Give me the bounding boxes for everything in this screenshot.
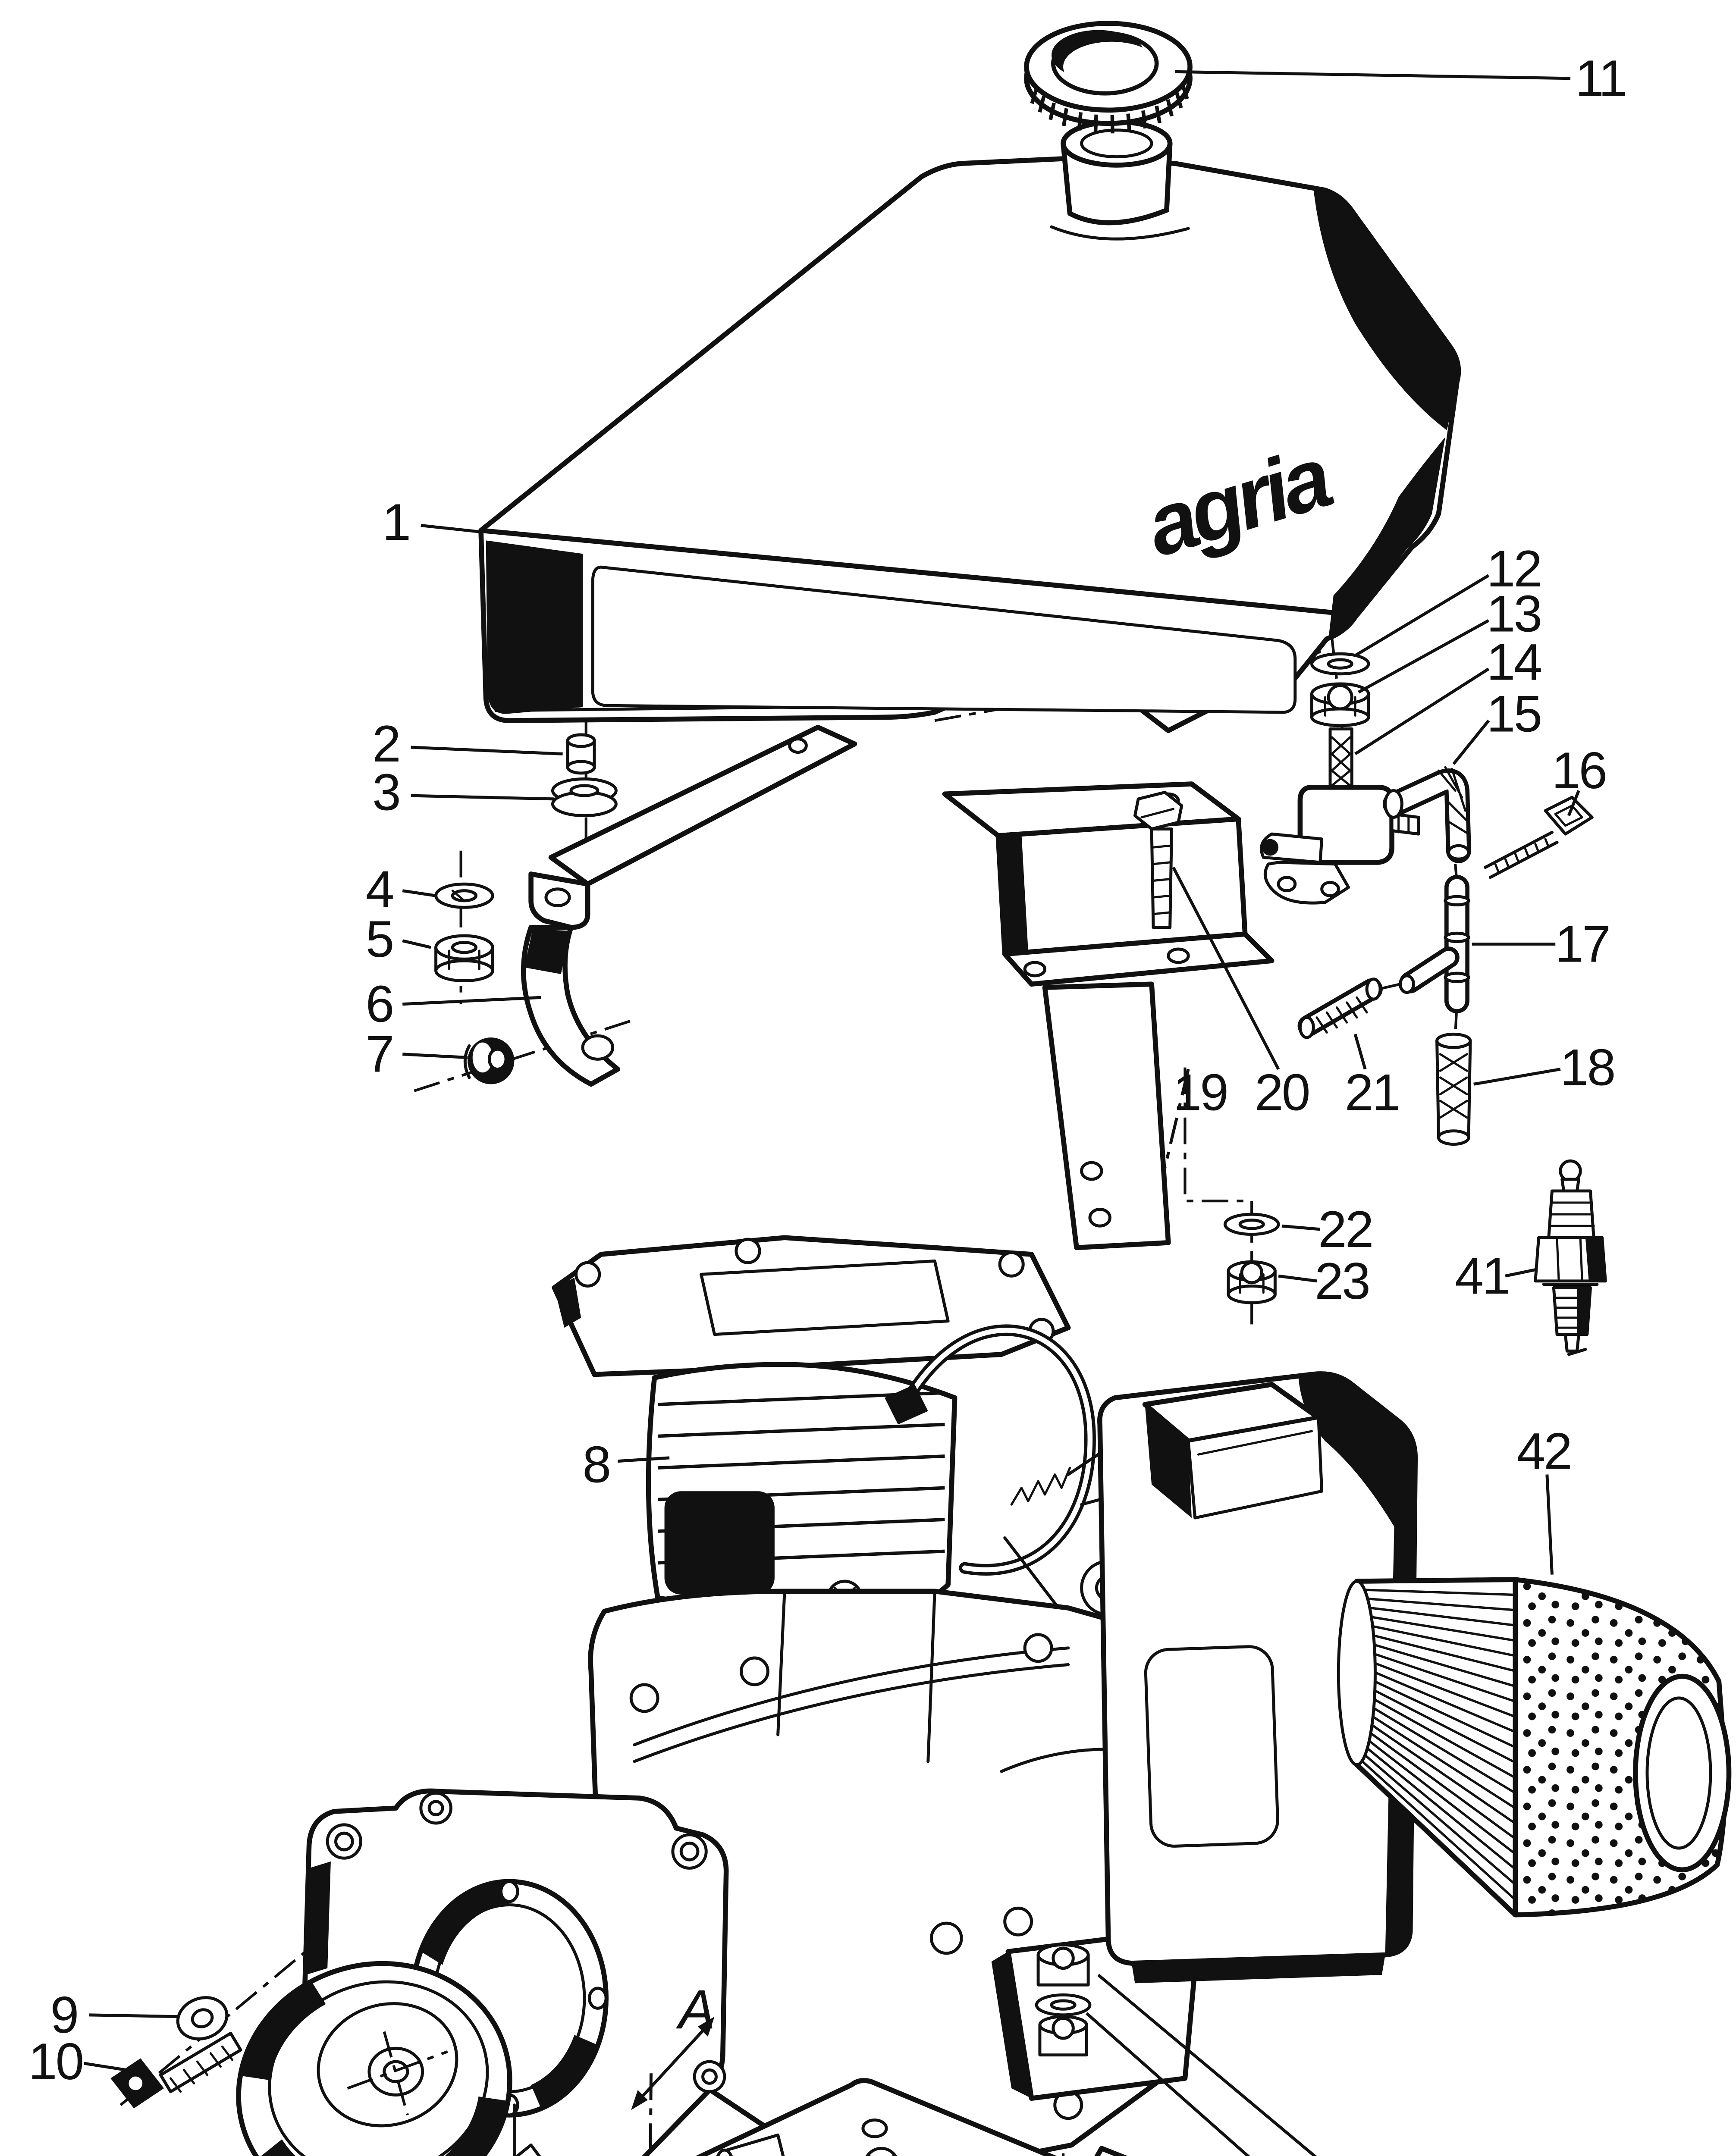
- leader-line-22: [1281, 1224, 1321, 1231]
- leader-line-4: [402, 889, 436, 897]
- leader-line-19: [1162, 1069, 1190, 1175]
- leader-line-7: [402, 1053, 468, 1059]
- cylinder-8: [646, 1324, 1096, 1622]
- leader-line-11: [1175, 70, 1571, 80]
- fuel-tap-14: [1260, 727, 1420, 905]
- leader-line-9: [88, 2013, 179, 2018]
- fuel-cap-11: [1024, 21, 1193, 134]
- fuel-hose-elbow-15: [1382, 766, 1471, 863]
- tank-bracket-19: [942, 781, 1275, 1250]
- callout-6: 6: [366, 975, 393, 1033]
- callout-10: 10: [28, 2033, 83, 2090]
- air-box: [1097, 1371, 1418, 1984]
- washer-9: [176, 1996, 229, 2040]
- callout-5: 5: [366, 910, 393, 968]
- leader-line-41: [1505, 1268, 1538, 1278]
- washer-22: [1223, 1213, 1280, 1236]
- rocker-cover: [1142, 1382, 1324, 1520]
- filter-cone-ribs: [1356, 1588, 1516, 1901]
- callout-20: 20: [1255, 1064, 1309, 1122]
- callout-12: 12: [1487, 540, 1541, 598]
- leader-line-14: [1354, 667, 1490, 755]
- leader-line-31: [1097, 1974, 1317, 2156]
- bracket-bolt-20: [1133, 790, 1183, 929]
- bottom-bolts: [716, 2133, 898, 2156]
- callouts-layer: 1234567891011121314151617181920212223242…: [28, 50, 1627, 2156]
- leader-line-8: [618, 1456, 670, 1463]
- leader-line-10: [83, 2062, 148, 2075]
- callout-7: 7: [366, 1025, 393, 1083]
- leader-line-1: [421, 524, 483, 534]
- callout-22: 22: [1318, 1200, 1372, 1258]
- callout-3: 3: [372, 763, 399, 821]
- cap-knurl: [1030, 83, 1189, 134]
- filler-neck: [1061, 119, 1173, 226]
- nut-23: [1227, 1260, 1277, 1304]
- mount-stud-stack-30-31: [1035, 1943, 1092, 2057]
- leader-line-30: [1085, 2012, 1250, 2156]
- rubber-grommet-7: [463, 1037, 515, 1084]
- base-plate: [695, 2078, 1128, 2156]
- leader-line-12: [1354, 574, 1490, 657]
- leader-line-27: [649, 2065, 653, 2156]
- callout-9: 9: [50, 1986, 78, 2044]
- leader-line-3: [411, 794, 555, 801]
- woodruff-key: [515, 2143, 541, 2156]
- fuel-tank-1: agria: [478, 156, 1461, 733]
- leader-line-16: [1567, 790, 1580, 816]
- dimension-a: [631, 2016, 715, 2110]
- pulley-26: [236, 1961, 541, 2156]
- leader-line-20: [1172, 866, 1280, 1070]
- leader-line-15: [1452, 719, 1490, 765]
- callout-11: 11: [1575, 50, 1626, 107]
- strap-bracket-6: [521, 924, 621, 1087]
- nut-13: [1310, 682, 1370, 727]
- leader-line-23: [1278, 1274, 1317, 1283]
- air-filter-42: [1337, 1577, 1732, 1918]
- callout-19: 19: [1173, 1064, 1227, 1122]
- callout-42: 42: [1516, 1422, 1571, 1480]
- callout-2: 2: [372, 715, 399, 773]
- hose-spring-21: [1297, 978, 1383, 1039]
- callout-41: 41: [1455, 1247, 1509, 1305]
- leader-line-6: [402, 996, 541, 1006]
- leader-line-5: [402, 939, 431, 949]
- callout-13: 13: [1487, 585, 1541, 643]
- nut-5: [434, 934, 494, 983]
- lock-washer-4: [434, 882, 494, 909]
- spacer-bush-2: [566, 733, 596, 775]
- callout-16: 16: [1552, 742, 1606, 799]
- callout-14: 14: [1487, 633, 1541, 691]
- callout-17: 17: [1555, 915, 1609, 973]
- leader-line-42: [1545, 1474, 1554, 1575]
- washer-12: [1310, 652, 1370, 676]
- cable-tie-16: [1484, 796, 1594, 879]
- callout-15: 15: [1487, 685, 1541, 743]
- callout-8: 8: [583, 1435, 610, 1493]
- leader-line-13: [1358, 619, 1490, 694]
- t-connector-17: [1398, 874, 1470, 1013]
- washer-3: [551, 777, 618, 818]
- spark-plug-41: [1534, 1159, 1607, 1356]
- callout-21: 21: [1345, 1064, 1399, 1122]
- fuel-hose-18: [1435, 1032, 1472, 1146]
- leader-line-2: [411, 746, 563, 755]
- leader-line-21: [1353, 1034, 1367, 1070]
- engine-top-plate: [552, 1235, 1071, 1377]
- section-marker-A: A: [675, 1979, 713, 2041]
- leader-line-18: [1473, 1068, 1561, 1086]
- callout-23: 23: [1315, 1252, 1369, 1310]
- callout-18: 18: [1560, 1039, 1614, 1097]
- callout-1: 1: [382, 493, 409, 551]
- callout-4: 4: [366, 860, 393, 918]
